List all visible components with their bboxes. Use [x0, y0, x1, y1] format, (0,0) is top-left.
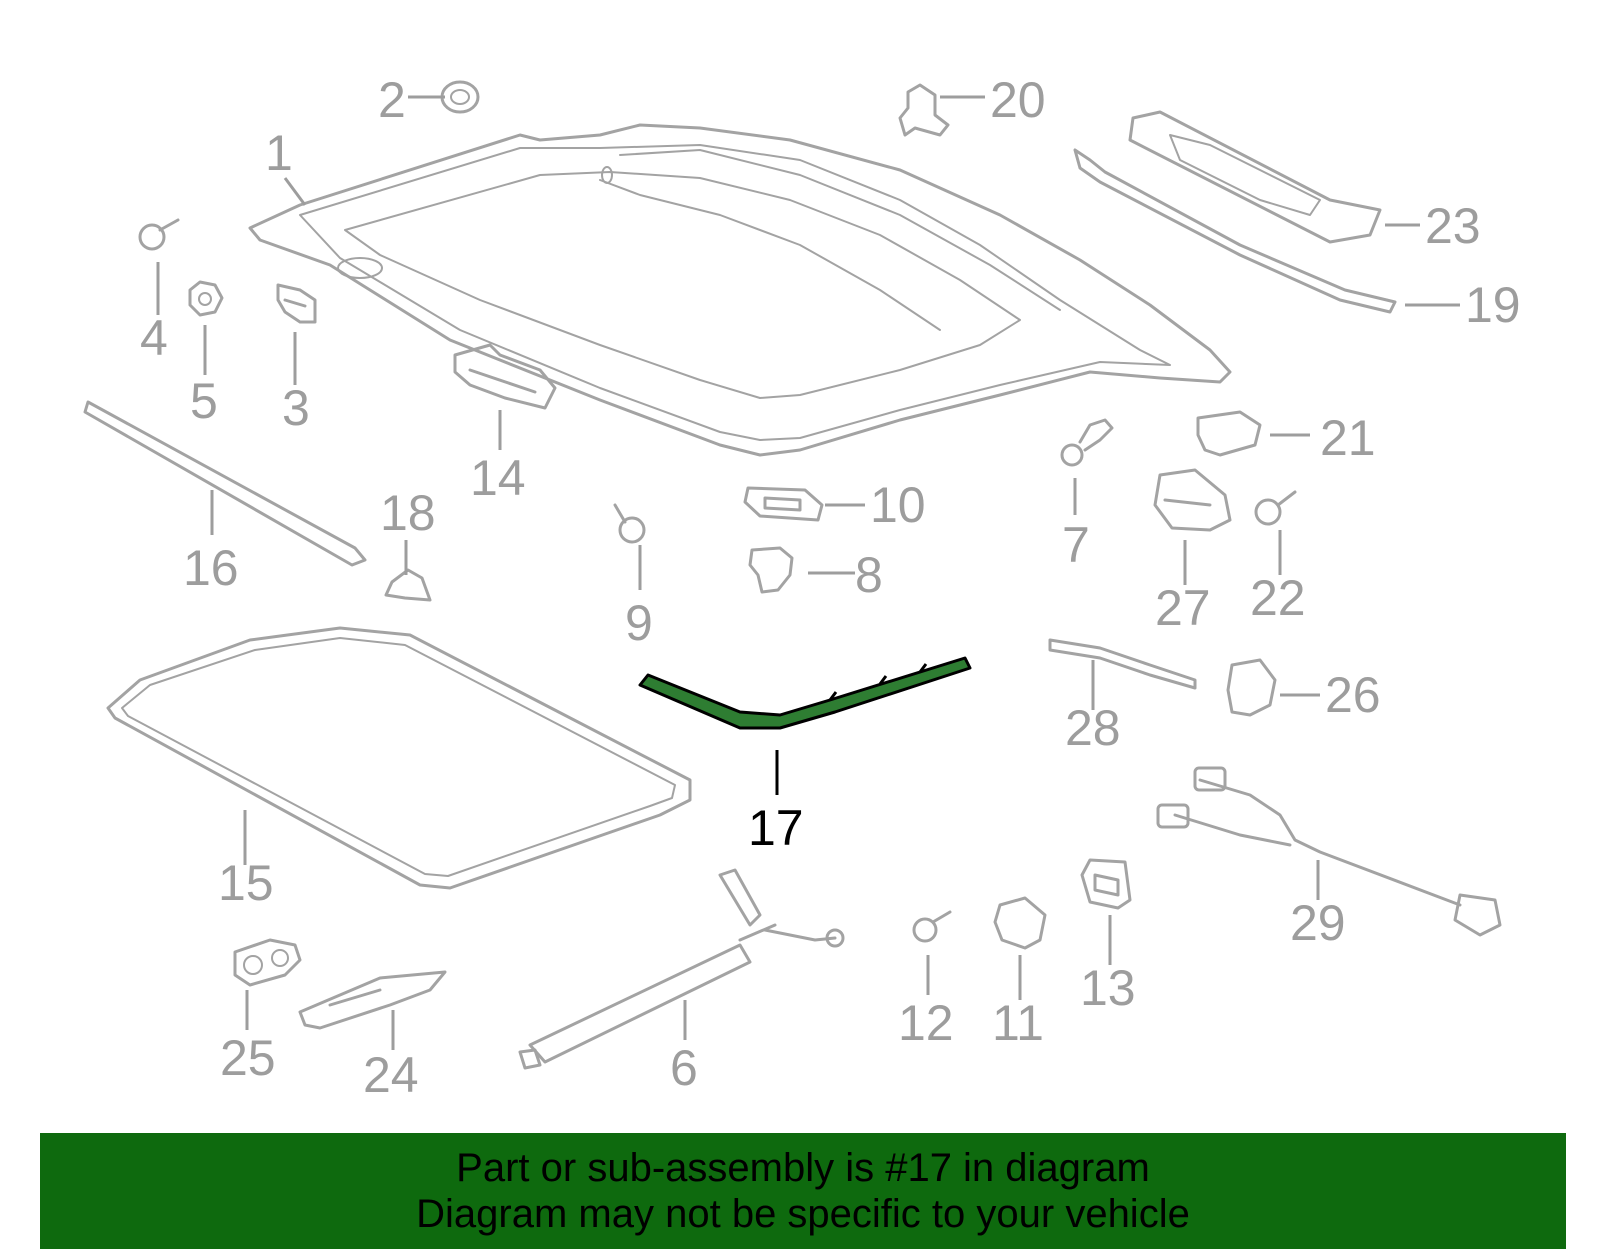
callout-15: 15	[218, 855, 274, 911]
part-27-latch	[1153, 468, 1232, 532]
callout-1: 1	[265, 125, 293, 181]
part-1-panel	[248, 123, 1232, 457]
part-7-stud	[1060, 418, 1114, 467]
part-4-bolt	[138, 218, 180, 251]
part-19-harness	[1073, 148, 1397, 314]
callout-25: 25	[220, 1030, 276, 1086]
callout-16: 16	[183, 540, 239, 596]
part-20-bracket	[898, 83, 950, 137]
part-18-clip	[384, 568, 432, 602]
part-13-clip	[1080, 858, 1132, 910]
banner-line-part-number: Part or sub-assembly is #17 in diagram	[456, 1146, 1150, 1190]
info-banner: Part or sub-assembly is #17 in diagram D…	[40, 1133, 1566, 1249]
part-8-clip	[748, 546, 794, 594]
part-6-strut	[518, 868, 845, 1070]
callout-5: 5	[190, 373, 218, 429]
part-10-latch	[743, 486, 824, 522]
part-5-nut	[188, 280, 224, 317]
callout-9: 9	[625, 595, 653, 651]
part-9-bolt	[613, 503, 646, 544]
callout-7: 7	[1062, 517, 1090, 573]
part-21-sensor	[1196, 410, 1262, 457]
callout-19: 19	[1465, 277, 1521, 333]
callout-21: 21	[1320, 410, 1376, 466]
banner-line-disclaimer: Diagram may not be specific to your vehi…	[416, 1192, 1190, 1236]
callout-23: 23	[1425, 198, 1481, 254]
callout-labels: 1 2 3 4 5 6 7 8 9 10 11 12 13 14 15 16 1…	[140, 72, 1521, 1103]
callout-20: 20	[990, 72, 1046, 128]
callout-8: 8	[855, 547, 883, 603]
callout-29: 29	[1290, 895, 1346, 951]
part-15-seal	[106, 626, 692, 890]
part-14-handle	[453, 343, 557, 410]
callout-2: 2	[378, 72, 406, 128]
part-3-clip	[276, 283, 317, 324]
part-25-grommet	[233, 938, 302, 987]
part-29-harness	[1156, 766, 1502, 937]
part-12-bolt	[912, 910, 952, 943]
part-16-strip	[83, 400, 367, 567]
leader-lines	[156, 95, 1460, 1050]
callout-6: 6	[670, 1040, 698, 1096]
callout-14: 14	[470, 450, 526, 506]
callout-27: 27	[1155, 580, 1211, 636]
part-26-switch	[1226, 658, 1277, 717]
callout-12: 12	[898, 995, 954, 1051]
callout-3: 3	[282, 380, 310, 436]
part-28-cable	[1048, 638, 1197, 690]
callout-10: 10	[870, 477, 926, 533]
part-22-bolt	[1254, 490, 1297, 526]
callout-28: 28	[1065, 700, 1121, 756]
callout-13: 13	[1080, 960, 1136, 1016]
callout-11: 11	[992, 995, 1044, 1051]
callout-4: 4	[140, 310, 168, 366]
part-24-bracket	[298, 970, 447, 1030]
part-17-trim-clips	[828, 663, 928, 701]
callout-26: 26	[1325, 667, 1381, 723]
part-2-grommet	[440, 80, 480, 114]
part-11-bumper	[993, 896, 1047, 950]
callout-17-highlighted: 17	[748, 800, 804, 856]
callout-24: 24	[363, 1047, 419, 1103]
part-23-garnish	[1128, 110, 1382, 244]
part-17-trim-highlighted	[638, 656, 972, 730]
callout-22: 22	[1250, 570, 1306, 626]
callout-18: 18	[380, 485, 436, 541]
